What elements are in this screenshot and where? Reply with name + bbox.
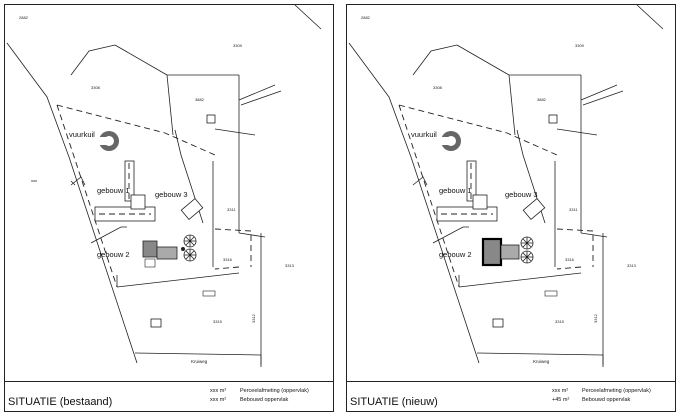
- legend-value: xxx m²: [210, 388, 227, 394]
- road-label: Kruiweg: [191, 359, 208, 364]
- legend-label: Bebouwd oppervlak: [582, 397, 631, 403]
- vuurkuil-label: vuurkuil: [411, 130, 437, 139]
- legend-value: xxx m²: [210, 397, 227, 403]
- vuurkuil-label: vuurkuil: [69, 130, 95, 139]
- legend-value: +45 m²: [552, 397, 570, 403]
- legend-label: Perceelafmeting (oppervlak): [582, 388, 651, 394]
- gebouw-3-label: gebouw 3: [155, 190, 188, 199]
- parcel-number: 3309: [233, 43, 243, 48]
- parcel-number: 3312: [251, 313, 256, 323]
- parcel-number: 3315: [555, 319, 565, 324]
- gebouw-1-label: gebouw 1: [97, 186, 130, 195]
- buildings-new: [436, 114, 558, 328]
- legend-value: xxx m²: [552, 388, 569, 394]
- legend-row: xxx m² Bebouwd oppervlak: [210, 397, 288, 403]
- legend: SITUATIE (nieuw) xxx m² Perceelafmeting (…: [347, 381, 675, 413]
- road-label: Kruiweg: [533, 359, 550, 364]
- parcel-number: 3308: [433, 85, 443, 90]
- buildings-existing: [31, 114, 216, 328]
- parcel-number: 3316: [223, 257, 233, 262]
- gebouw-2-label: gebouw 2: [439, 250, 472, 259]
- parcel-number: 3882: [195, 97, 205, 102]
- legend-label: Perceelafmeting (oppervlak): [240, 388, 309, 394]
- legend-row: xxx m² Perceelafmeting (oppervlak): [552, 388, 651, 394]
- legend-row: +45 m² Bebouwd oppervlak: [552, 397, 630, 403]
- parcel-number: 3311: [569, 207, 578, 212]
- legend: SITUATIE (bestaand) xxx m² Perceelafmetin…: [5, 381, 333, 413]
- parcel-number: 3308: [91, 85, 101, 90]
- fire-pit-symbol: [97, 131, 119, 151]
- parcel-number: 3313: [285, 263, 295, 268]
- parcel-number: 3882: [537, 97, 547, 102]
- legend-label: Bebouwd oppervlak: [240, 397, 289, 403]
- parcel-boundaries: [6, 5, 322, 367]
- parcel-number: 3311: [227, 207, 236, 212]
- map-labels: vuurkuil gebouw 1 gebouw 2 gebouw 3 Krui…: [411, 130, 550, 364]
- gebouw-3-label: gebouw 3: [505, 190, 538, 199]
- site-map-new: vuurkuil gebouw 1 gebouw 2 gebouw 3 Krui…: [348, 5, 664, 367]
- site-plan-existing: vuurkuil gebouw 1 gebouw 2 gebouw 3 Krui…: [4, 4, 334, 412]
- parcel-numbers: 2882 3309 3308 3882 3311 3316 3313 3315 …: [19, 15, 295, 324]
- tree-symbols: [520, 236, 534, 264]
- parcel-number: 3313: [627, 263, 637, 268]
- plan-title: SITUATIE (bestaand): [8, 396, 113, 408]
- site-plan-new: vuurkuil gebouw 1 gebouw 2 gebouw 3 Krui…: [346, 4, 676, 412]
- plot-outline-dashed: [398, 104, 594, 288]
- fire-pit-symbol: [439, 131, 461, 151]
- gebouw-2-label: gebouw 2: [97, 250, 130, 259]
- site-map-existing: vuurkuil gebouw 1 gebouw 2 gebouw 3 Krui…: [6, 5, 322, 367]
- parcel-number: 2882: [19, 15, 29, 20]
- gebouw-1-label: gebouw 1: [439, 186, 472, 195]
- parcel-number: 3315: [213, 319, 223, 324]
- parcel-numbers: 2882 3309 3308 3882 3311 3316 3313 3315 …: [361, 15, 637, 324]
- parcel-boundaries: [348, 5, 664, 367]
- parcel-number: 3316: [565, 257, 575, 262]
- parcel-number: 3309: [575, 43, 585, 48]
- plan-title: SITUATIE (nieuw): [350, 396, 438, 408]
- map-labels: vuurkuil gebouw 1 gebouw 2 gebouw 3 Krui…: [69, 130, 208, 364]
- plot-outline-dashed: [56, 104, 252, 288]
- tree-symbols: [181, 234, 197, 262]
- parcel-number: 2882: [361, 15, 371, 20]
- legend-row: xxx m² Perceelafmeting (oppervlak): [210, 388, 309, 394]
- parcel-number: 3312: [593, 313, 598, 323]
